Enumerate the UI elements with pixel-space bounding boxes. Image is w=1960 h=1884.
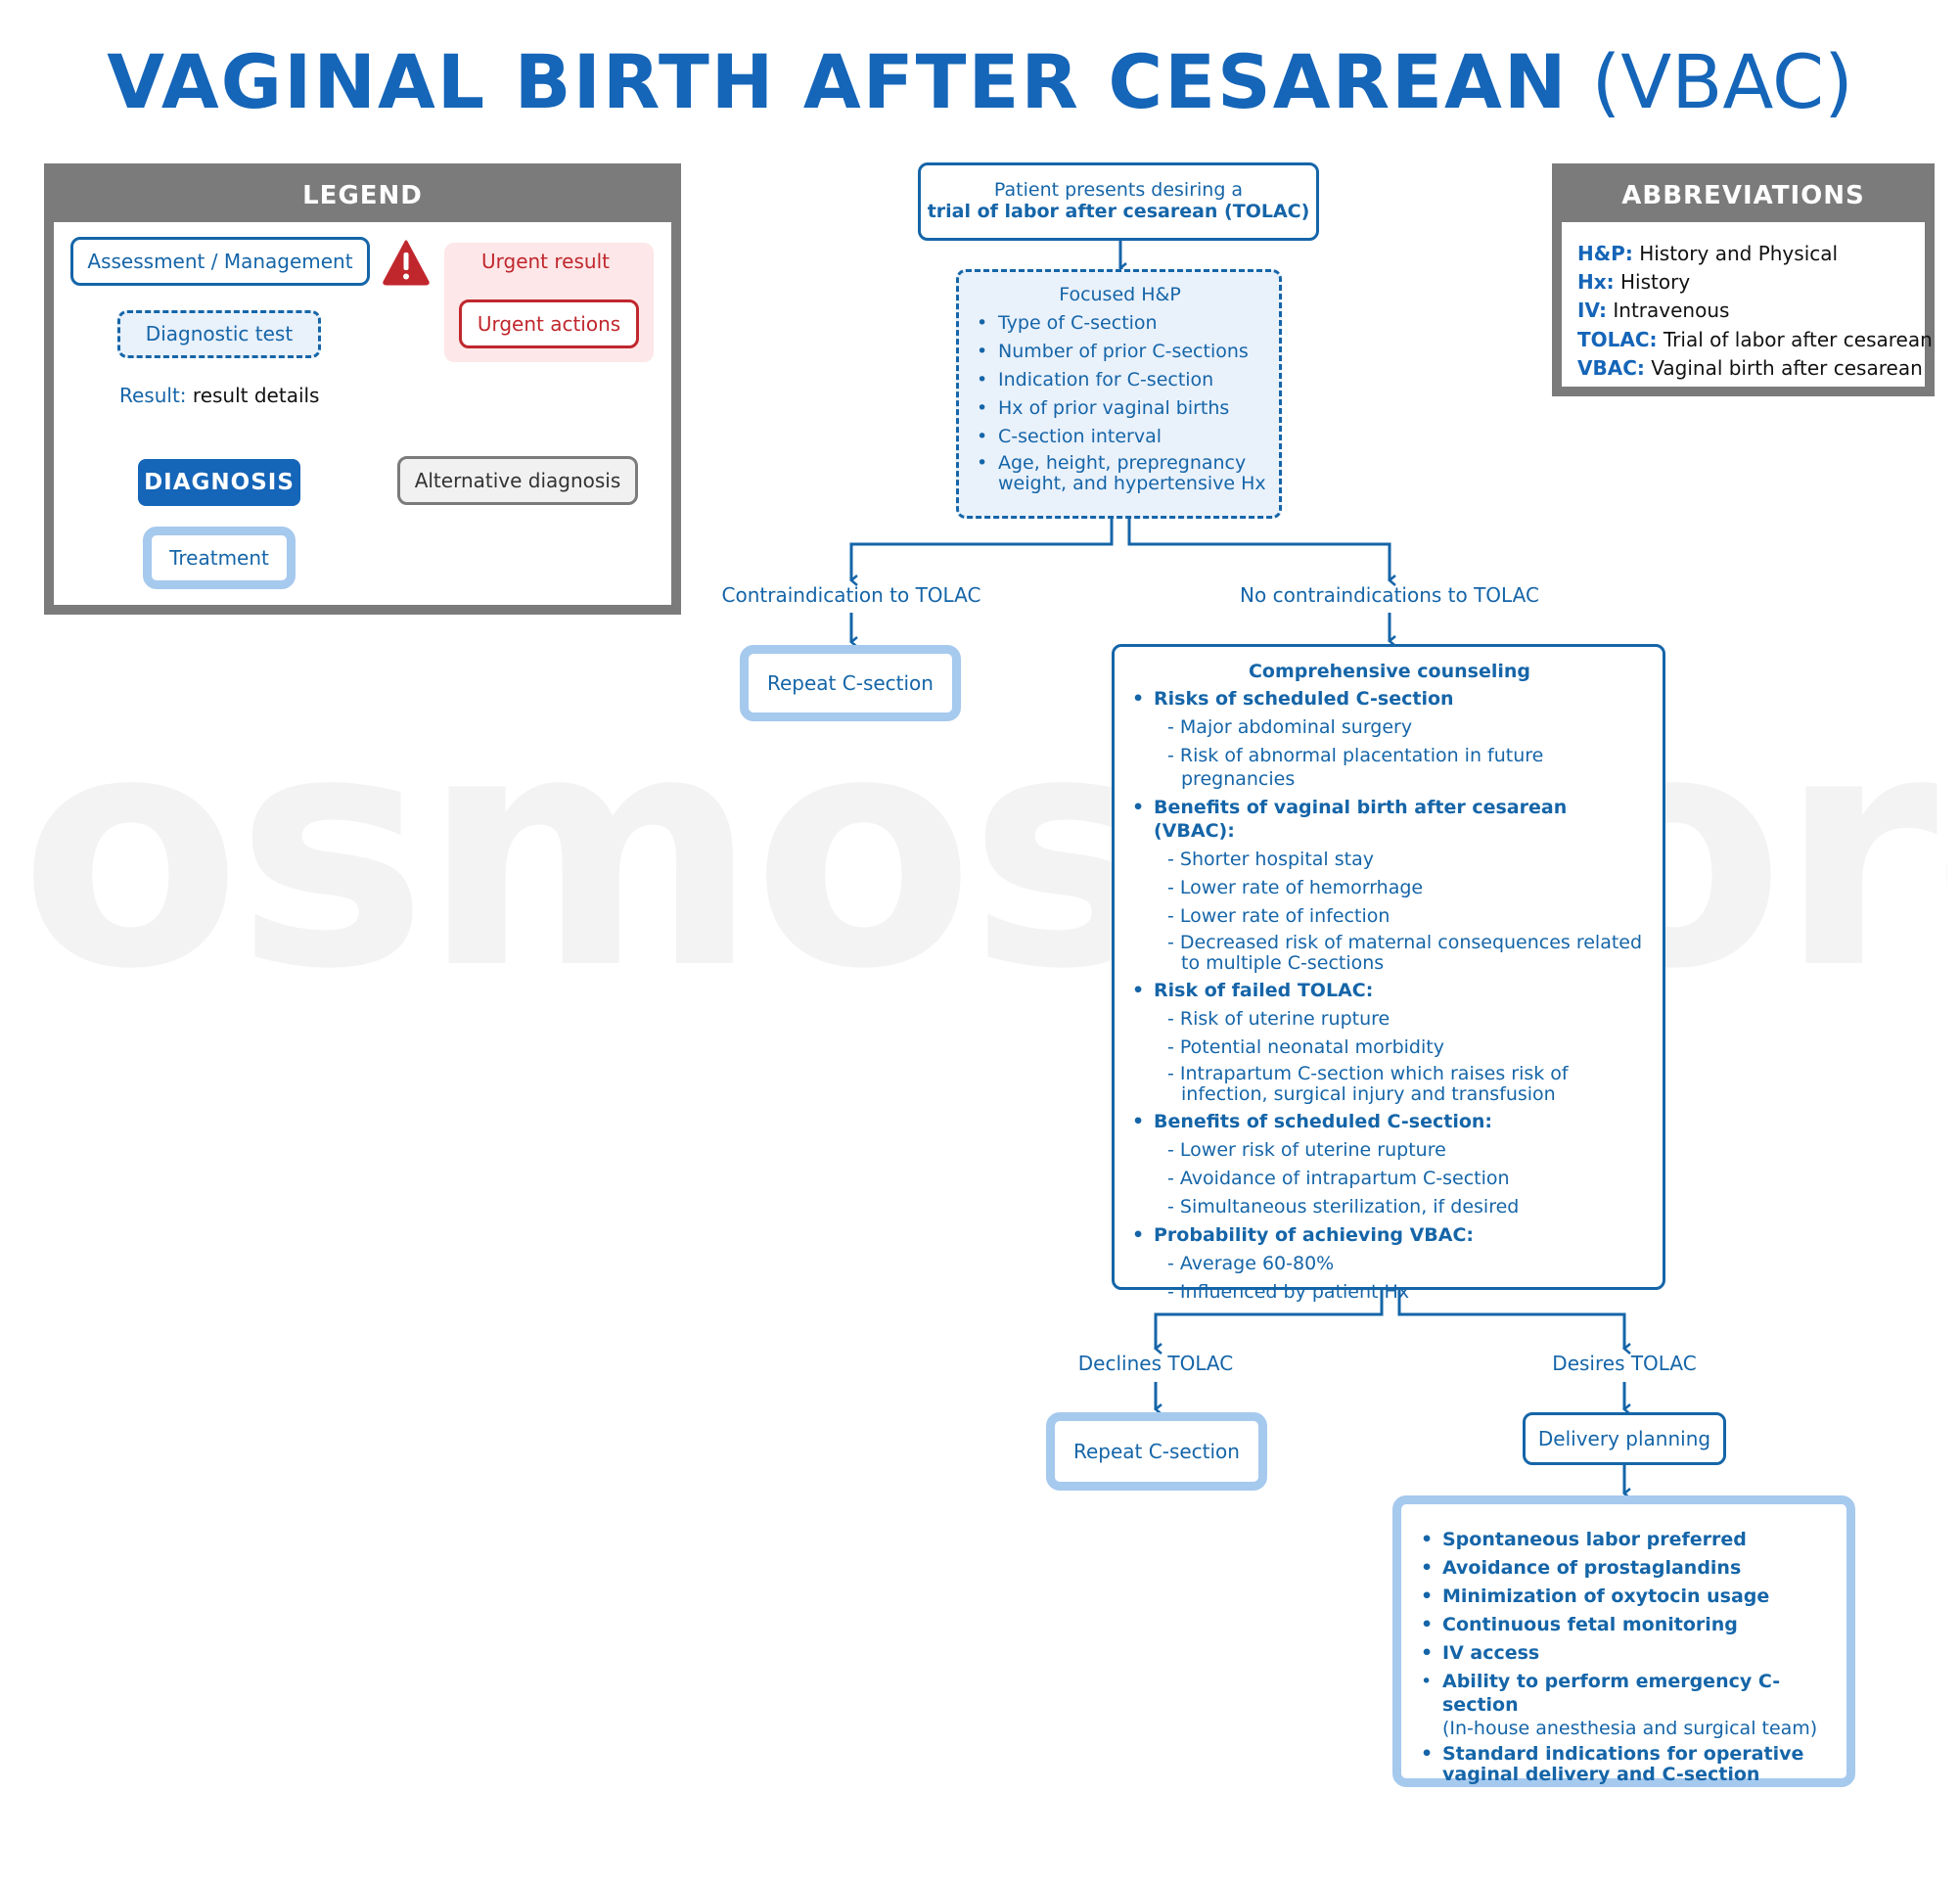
list-item: Type of C-section (973, 311, 1267, 335)
focused-hp-box: Focused H&P Type of C-section Number of … (956, 269, 1282, 519)
counsel-sub: - Avoidance of intrapartum C-section (1167, 1168, 1510, 1189)
focused-hp-title: Focused H&P (1059, 284, 1181, 305)
abbr-item: VBAC: Vaginal birth after cesarean (1577, 356, 1923, 380)
page-title: VAGINAL BIRTH AFTER CESAREAN (VBAC) (0, 37, 1960, 127)
abbr-item: H&P: History and Physical (1577, 242, 1839, 265)
abbr-item: TOLAC: Trial of labor after cesarean (1577, 328, 1933, 351)
no-contraindication-label: No contraindications to TOLAC (1240, 583, 1539, 607)
counsel-sub: - Intrapartum C-section which raises ris… (1167, 1063, 1569, 1105)
contraindication-label: Contraindication to TOLAC (721, 583, 981, 607)
list-item: Spontaneous labor preferred (1417, 1528, 1833, 1551)
repeat-csection-box-1: Repeat C-section (740, 645, 961, 721)
repeat-csection-box-2: Repeat C-section (1046, 1412, 1267, 1491)
list-item: C-section interval (973, 425, 1267, 448)
counsel-head: Probability of achieving VBAC: (1128, 1223, 1651, 1247)
desires-label: Desires TOLAC (1552, 1352, 1697, 1375)
abbr-item: Hx: History (1577, 270, 1691, 294)
list-item: Avoidance of prostaglandins (1417, 1556, 1833, 1580)
legend-treatment-box: Treatment (143, 527, 296, 589)
list-item: Ability to perform emergency C-section (… (1417, 1670, 1833, 1740)
counsel-head: Benefits of scheduled C-section: (1128, 1110, 1651, 1133)
start-line-2: trial of labor after cesarean (TOLAC) (927, 201, 1310, 222)
counsel-sub: - Risk of uterine rupture (1167, 1008, 1390, 1030)
arrow-counsel-declines (1154, 1290, 1384, 1355)
counsel-sub: - Lower rate of hemorrhage (1167, 877, 1424, 898)
counseling-list: Risk of failed TOLAC: (1128, 979, 1651, 1002)
counsel-head: Risk of failed TOLAC: (1128, 979, 1651, 1002)
delivery-planning-box: Delivery planning (1523, 1412, 1726, 1465)
legend-diagnostic-box: Diagnostic test (117, 310, 321, 358)
arrow-hp-nocontra (1127, 519, 1396, 586)
counsel-sub: - Risk of abnormal placentation in futur… (1167, 745, 1544, 790)
counsel-sub: - Lower rate of infection (1167, 905, 1390, 927)
counseling-list: Benefits of vaginal birth after cesarean… (1128, 796, 1651, 843)
delivery-plan-box: Spontaneous labor preferred Avoidance of… (1392, 1495, 1855, 1787)
warning-icon (382, 239, 431, 286)
abbreviations-heading: ABBREVIATIONS (1562, 173, 1925, 222)
legend-urgent-result: Urgent result (481, 250, 610, 273)
delivery-plan-list: Spontaneous labor preferred Avoidance of… (1417, 1528, 1833, 1785)
list-item: IV access (1417, 1641, 1833, 1665)
counsel-sub: - Decreased risk of maternal consequence… (1167, 932, 1643, 974)
counsel-sub: - Average 60-80% (1167, 1253, 1335, 1274)
legend-urgent-actions-box: Urgent actions (459, 299, 639, 348)
title-main: VAGINAL BIRTH AFTER CESAREAN (107, 38, 1569, 125)
counsel-sub: - Simultaneous sterilization, if desired (1167, 1196, 1520, 1218)
legend-alternative-box: Alternative diagnosis (397, 456, 638, 505)
list-item: Minimization of oxytocin usage (1417, 1585, 1833, 1608)
counsel-head: Benefits of vaginal birth after cesarean… (1128, 796, 1651, 843)
list-item: Standard indications for operative vagin… (1417, 1744, 1833, 1785)
abbr-item: IV: Intravenous (1577, 299, 1730, 322)
arrow-hp-contra (849, 519, 1114, 586)
arrow-counsel-desires (1397, 1290, 1631, 1355)
plan-item-text: Ability to perform emergency C-section (1442, 1671, 1781, 1716)
list-item: Hx of prior vaginal births (973, 396, 1267, 420)
start-line-1: Patient presents desiring a (993, 179, 1244, 201)
counseling-box: Comprehensive counseling Risks of schedu… (1112, 644, 1665, 1303)
counsel-sub: - Potential neonatal morbidity (1167, 1036, 1444, 1058)
counsel-sub: - Influenced by patient Hx (1167, 1281, 1410, 1303)
list-item: Age, height, prepregnancy weight, and hy… (973, 453, 1267, 494)
legend-result: Result: result details (119, 384, 319, 407)
list-item: Continuous fetal monitoring (1417, 1613, 1833, 1636)
legend-assessment-box: Assessment / Management (70, 237, 370, 286)
counsel-sub: - Shorter hospital stay (1167, 849, 1374, 870)
legend-result-details: result details (192, 384, 320, 407)
legend-heading: LEGEND (54, 173, 671, 222)
counseling-title: Comprehensive counseling (1248, 661, 1530, 682)
title-paren: (VBAC) (1591, 38, 1853, 125)
list-item: Indication for C-section (973, 368, 1267, 391)
declines-label: Declines TOLAC (1077, 1352, 1234, 1375)
counsel-sub: - Major abdominal surgery (1167, 716, 1413, 738)
list-item: Number of prior C-sections (973, 340, 1267, 363)
abbreviations-panel: ABBREVIATIONS H&P: History and Physical … (1552, 163, 1935, 396)
counseling-list: Risks of scheduled C-section (1128, 687, 1651, 711)
legend-result-label: Result: (119, 384, 187, 407)
counsel-sub: - Lower risk of uterine rupture (1167, 1139, 1446, 1161)
focused-hp-list: Type of C-section Number of prior C-sect… (973, 311, 1267, 494)
legend-diagnosis-box: DIAGNOSIS (138, 459, 300, 506)
counseling-list: Benefits of scheduled C-section: (1128, 1110, 1651, 1133)
start-box: Patient presents desiring a trial of lab… (918, 162, 1319, 241)
counsel-head: Risks of scheduled C-section (1128, 687, 1651, 711)
plan-note: (In-house anesthesia and surgical team) (1442, 1718, 1818, 1739)
counseling-list: Probability of achieving VBAC: (1128, 1223, 1651, 1247)
